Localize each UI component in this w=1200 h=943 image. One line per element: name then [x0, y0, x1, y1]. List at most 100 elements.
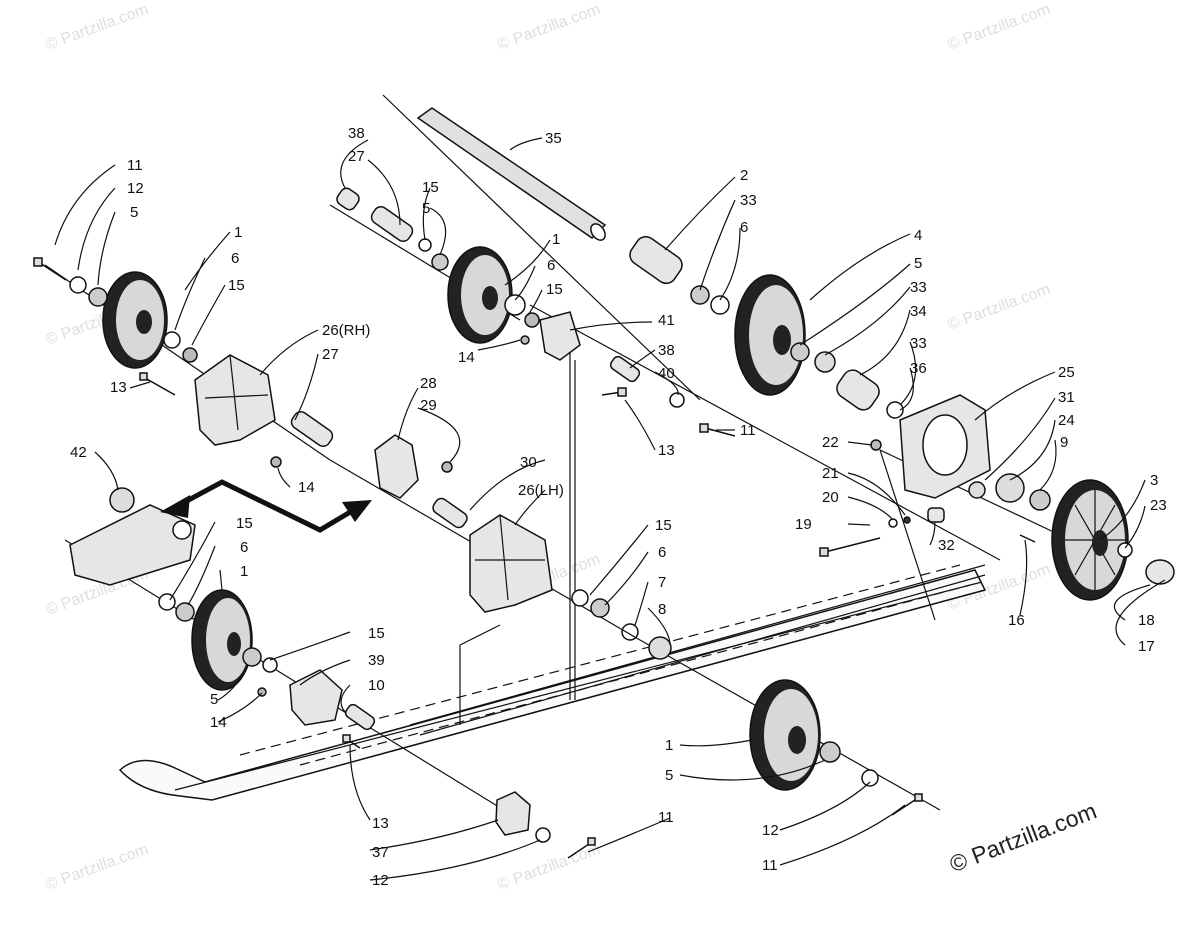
bolts — [33, 257, 1036, 859]
callout-5: 5 — [422, 200, 430, 217]
callout-12: 12 — [372, 872, 389, 889]
callout-29: 29 — [420, 397, 437, 414]
callout-38: 38 — [348, 125, 365, 142]
callout-40: 40 — [658, 365, 675, 382]
callout-11: 11 — [127, 157, 143, 174]
callout-31: 31 — [1058, 389, 1075, 406]
callout-6: 6 — [547, 257, 555, 274]
callout-15: 15 — [368, 625, 385, 642]
callout-13: 13 — [658, 442, 675, 459]
callout-16: 16 — [1008, 612, 1025, 629]
callout-17: 17 — [1138, 638, 1155, 655]
callout-41: 41 — [658, 312, 675, 329]
callout-22: 22 — [822, 434, 839, 451]
callout-18: 18 — [1138, 612, 1155, 629]
callout-33: 33 — [910, 335, 927, 352]
callout-39: 39 — [368, 652, 385, 669]
leader-lines — [54, 137, 1166, 881]
callout-38: 38 — [658, 342, 675, 359]
callout-6: 6 — [658, 544, 666, 561]
callout-11: 11 — [762, 857, 778, 874]
callout-6: 6 — [231, 250, 239, 267]
callout-1: 1 — [665, 737, 673, 754]
callout-3: 3 — [1150, 472, 1158, 489]
watermark: © Partzilla.com — [44, 841, 151, 894]
callout-5: 5 — [130, 204, 138, 221]
direction-arrow — [160, 479, 372, 533]
callout-2: 2 — [740, 167, 748, 184]
callout-9: 9 — [1060, 434, 1068, 451]
callout-33: 33 — [910, 279, 927, 296]
callout-11: 11 — [740, 422, 756, 439]
callout-14: 14 — [458, 349, 475, 366]
callout-34: 34 — [910, 303, 927, 320]
callout-1: 1 — [240, 563, 248, 580]
callout-37: 37 — [372, 844, 389, 861]
block-39 — [289, 669, 343, 726]
callout-15: 15 — [655, 517, 672, 534]
callout-13: 13 — [110, 379, 127, 396]
watermark: © Partzilla.com — [946, 1, 1053, 54]
pivot-arm-28 — [374, 434, 419, 499]
callout-7: 7 — [658, 574, 666, 591]
callout-14: 14 — [298, 479, 315, 496]
callout-25: 25 — [1058, 364, 1075, 381]
callout-24: 24 — [1058, 412, 1075, 429]
watermark: © Partzilla.com — [496, 841, 603, 894]
small-parts — [69, 187, 1175, 843]
callout-5: 5 — [210, 691, 218, 708]
callout-5: 5 — [914, 255, 922, 272]
callout-21: 21 — [822, 465, 839, 482]
callout-15: 15 — [236, 515, 253, 532]
callout-28: 28 — [420, 375, 437, 392]
watermark: © Partzilla.com — [946, 281, 1053, 334]
callout-32: 32 — [938, 537, 955, 554]
wheel-upper-center — [447, 246, 513, 344]
callout-15: 15 — [422, 179, 439, 196]
shaft-35 — [416, 107, 607, 241]
callout-6: 6 — [240, 539, 248, 556]
callout-36: 36 — [910, 360, 927, 377]
bracket-26-lh — [469, 514, 553, 613]
bracket-26-rh — [194, 354, 276, 446]
callout-26-lh: 26(LH) — [518, 482, 564, 499]
callout-6: 6 — [740, 219, 748, 236]
wheel-large-4 — [734, 274, 806, 396]
callout-23: 23 — [1150, 497, 1167, 514]
callout-5: 5 — [665, 767, 673, 784]
callout-26-rh: 26(RH) — [322, 322, 370, 339]
callout-20: 20 — [822, 489, 839, 506]
callout-13: 13 — [372, 815, 389, 832]
callout-42: 42 — [70, 444, 87, 461]
callout-27: 27 — [348, 148, 365, 165]
wheel-lower-right — [749, 679, 821, 791]
watermark: © Partzilla.com — [44, 1, 151, 54]
callout-8: 8 — [658, 601, 666, 618]
callout-15: 15 — [546, 281, 563, 298]
callout-27: 27 — [322, 346, 339, 363]
callout-12: 12 — [762, 822, 779, 839]
block-37 — [495, 791, 531, 836]
wheel-rear-3 — [1051, 479, 1129, 601]
bracket-41 — [539, 311, 581, 361]
slide-rail — [118, 564, 987, 801]
callout-4: 4 — [914, 227, 922, 244]
arm-42 — [69, 487, 196, 586]
callout-labels: 11 12 5 1 6 15 26(RH) 27 13 42 14 28 29 … — [70, 125, 1167, 889]
callout-15: 15 — [228, 277, 245, 294]
watermark: © Partzilla.com — [496, 1, 603, 54]
wheel-upper-left — [102, 271, 168, 369]
callout-14: 14 — [210, 714, 227, 731]
callout-30: 30 — [520, 454, 537, 471]
callout-35: 35 — [545, 130, 562, 147]
callout-1: 1 — [234, 224, 242, 241]
callout-12: 12 — [127, 180, 144, 197]
callout-11: 11 — [658, 809, 674, 826]
callout-10: 10 — [368, 677, 385, 694]
callout-1: 1 — [552, 231, 560, 248]
wheel-lower-left — [191, 589, 253, 691]
bracket-25 — [899, 394, 991, 499]
callout-33: 33 — [740, 192, 757, 209]
